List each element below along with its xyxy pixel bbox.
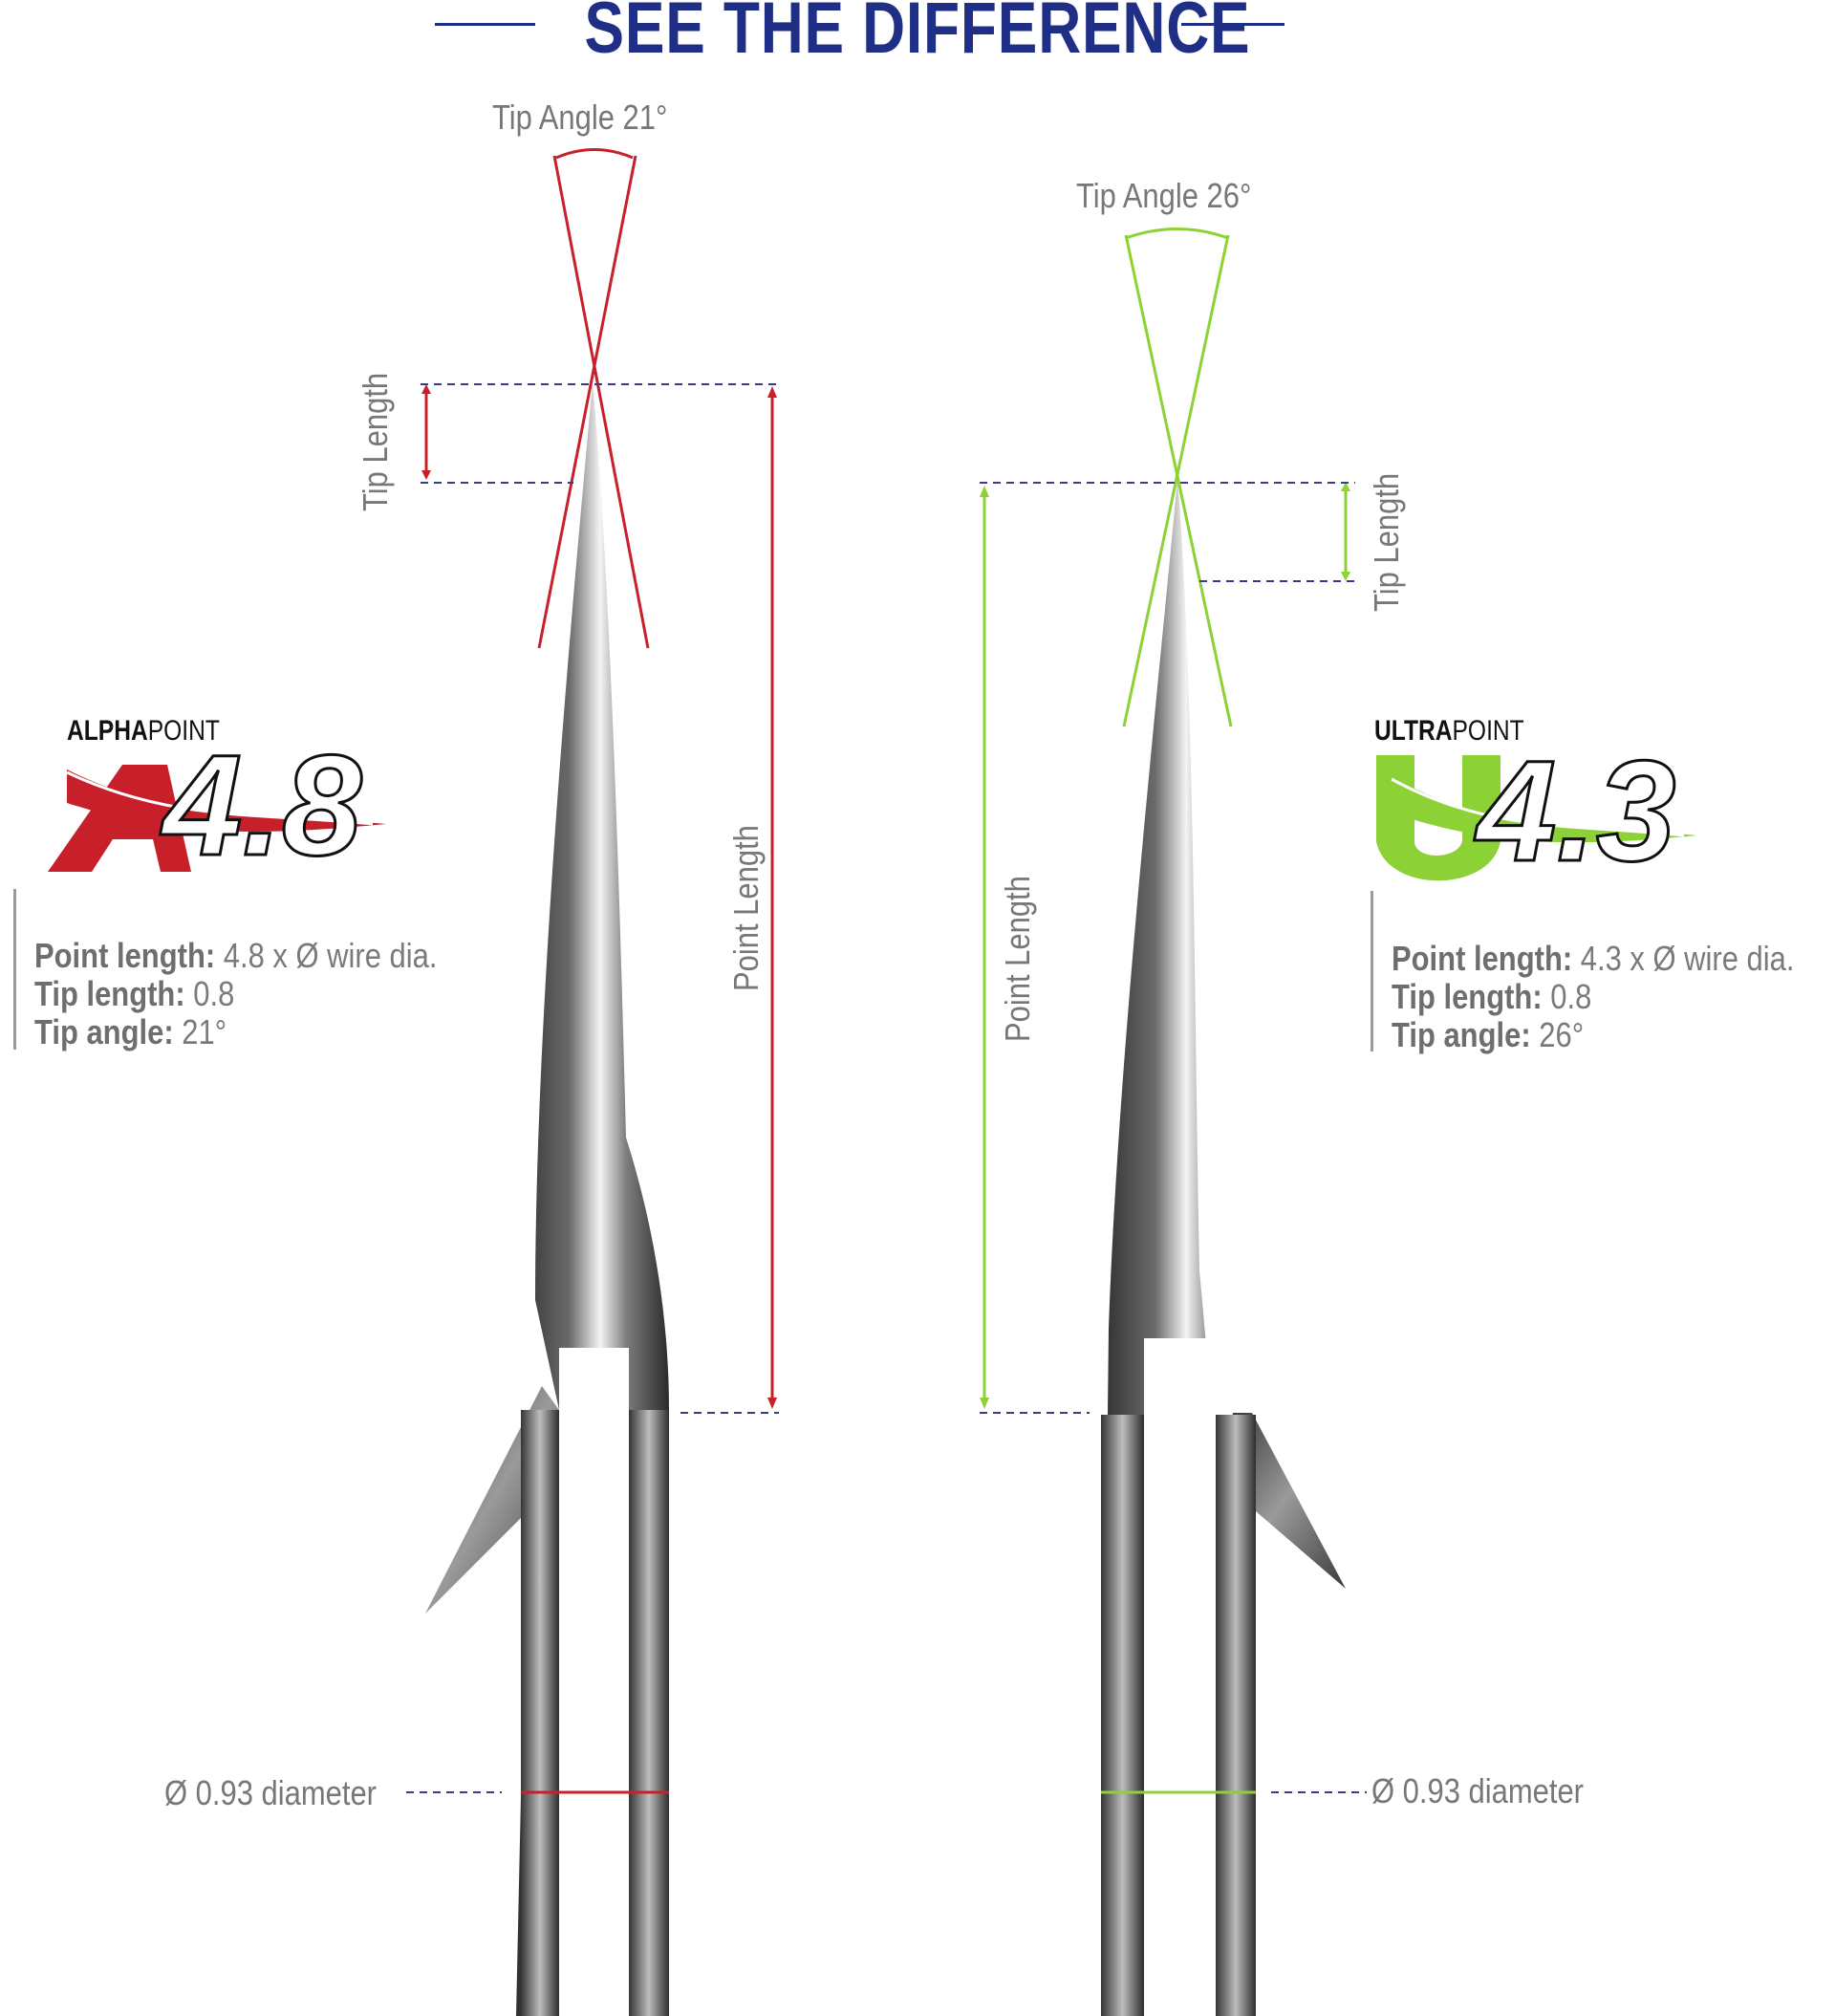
- ultrapoint-logo-mark: [1376, 755, 1697, 881]
- left-angle-arc: [555, 148, 634, 160]
- left-logo-number: 4.8: [162, 724, 364, 887]
- left-tip-length-label: Tip Length: [356, 372, 395, 511]
- right-angle-arc: [1125, 228, 1229, 240]
- left-spec-tip-angle: Tip angle: 21°: [34, 1012, 227, 1051]
- left-annotations: [424, 148, 774, 1794]
- left-brand-name: ALPHAPOINT: [67, 715, 220, 747]
- guide-lines: [421, 383, 1355, 1414]
- left-spec-list: Point length: 4.8 x Ø wire dia. Tip leng…: [34, 937, 437, 1051]
- right-spec-list: Point length: 4.3 x Ø wire dia. Tip leng…: [1392, 940, 1794, 1054]
- right-spec-tip-length: Tip length: 0.8: [1392, 977, 1592, 1016]
- right-spec-tip-angle: Tip angle: 26°: [1392, 1015, 1585, 1054]
- right-annotations: [982, 228, 1348, 1794]
- left-tip-angle-label: Tip Angle 21°: [492, 98, 668, 137]
- left-diameter-label: Ø 0.93 diameter: [164, 1773, 378, 1812]
- alphapoint-logo-mark: [48, 765, 386, 872]
- right-angle-line-b: [1122, 234, 1230, 727]
- left-angle-line-a: [552, 155, 650, 649]
- left-needle: [425, 382, 669, 2016]
- right-tip-length-label: Tip Length: [1367, 472, 1406, 612]
- page-title: SEE THE DIFFERENCE: [584, 0, 1251, 69]
- left-spec-bar: [13, 889, 16, 1050]
- right-brand-name: ULTRAPOINT: [1374, 715, 1524, 747]
- title-rule-left: [435, 23, 535, 26]
- left-spec-point-length: Point length: 4.8 x Ø wire dia.: [34, 936, 438, 975]
- left-angle-line-b: [537, 155, 637, 649]
- left-point-length-label: Point Length: [726, 825, 766, 991]
- right-angle-line-a: [1124, 234, 1233, 727]
- title-rule-right: [1181, 23, 1284, 26]
- right-point-length-label: Point Length: [998, 876, 1037, 1042]
- right-tip-angle-label: Tip Angle 26°: [1076, 176, 1252, 215]
- left-spec-tip-length: Tip length: 0.8: [34, 974, 235, 1013]
- right-logo-number: 4.3: [1476, 729, 1678, 893]
- right-spec-bar: [1371, 891, 1373, 1051]
- right-diameter-label: Ø 0.93 diameter: [1371, 1771, 1585, 1810]
- right-needle: [1101, 478, 1346, 2016]
- right-spec-point-length: Point length: 4.3 x Ø wire dia.: [1392, 939, 1795, 978]
